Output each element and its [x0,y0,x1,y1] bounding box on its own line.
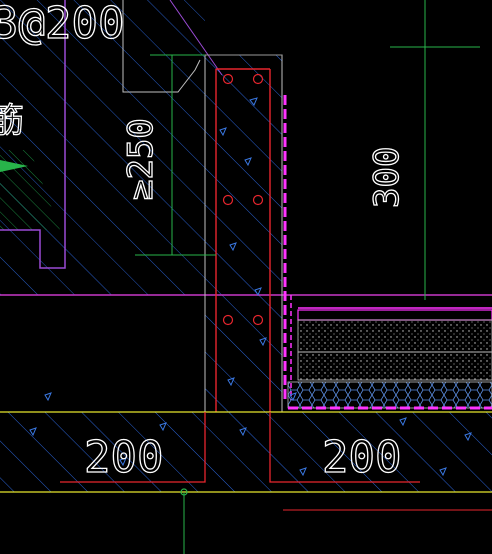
rebar-group [222,73,264,326]
base-slab-hatch [0,412,492,492]
left-grey-guide [122,0,201,93]
rebar-dot [252,314,264,326]
base-rebar-outline [60,412,206,483]
rebar-dot [222,73,234,85]
rebar-dot [252,73,264,85]
wall-column-hatch [205,55,282,412]
floor-concrete-layer [297,351,492,381]
floor-gravel-layer [287,381,492,409]
left-purple-outline [0,0,66,269]
floor-top-layer [297,309,492,321]
floor-buildup [287,307,492,410]
green-node-icon [180,488,188,496]
left-green-triangle [0,150,60,230]
left-region-hatch [0,0,205,295]
height-dim-text: 300 [367,147,407,208]
hatch-note-text: 筋 [0,101,24,141]
green-arrowhead-icon [0,160,28,172]
rebar-dot [252,194,264,206]
base-rebar-outline-right [269,412,420,483]
right-void [283,0,492,295]
floor-screed-layer [297,319,492,353]
min-width-dim-text: ≥250 [121,118,161,200]
aggregate-triangle-icon [29,97,472,477]
rebar-dot [222,194,234,206]
rebar-note-text: 3@200 [0,0,124,49]
purple-diagonal-leader [169,0,223,76]
left-base-dim-text: 200 [84,432,163,483]
rebar-dot [222,314,234,326]
right-base-dim-text: 200 [322,432,401,483]
